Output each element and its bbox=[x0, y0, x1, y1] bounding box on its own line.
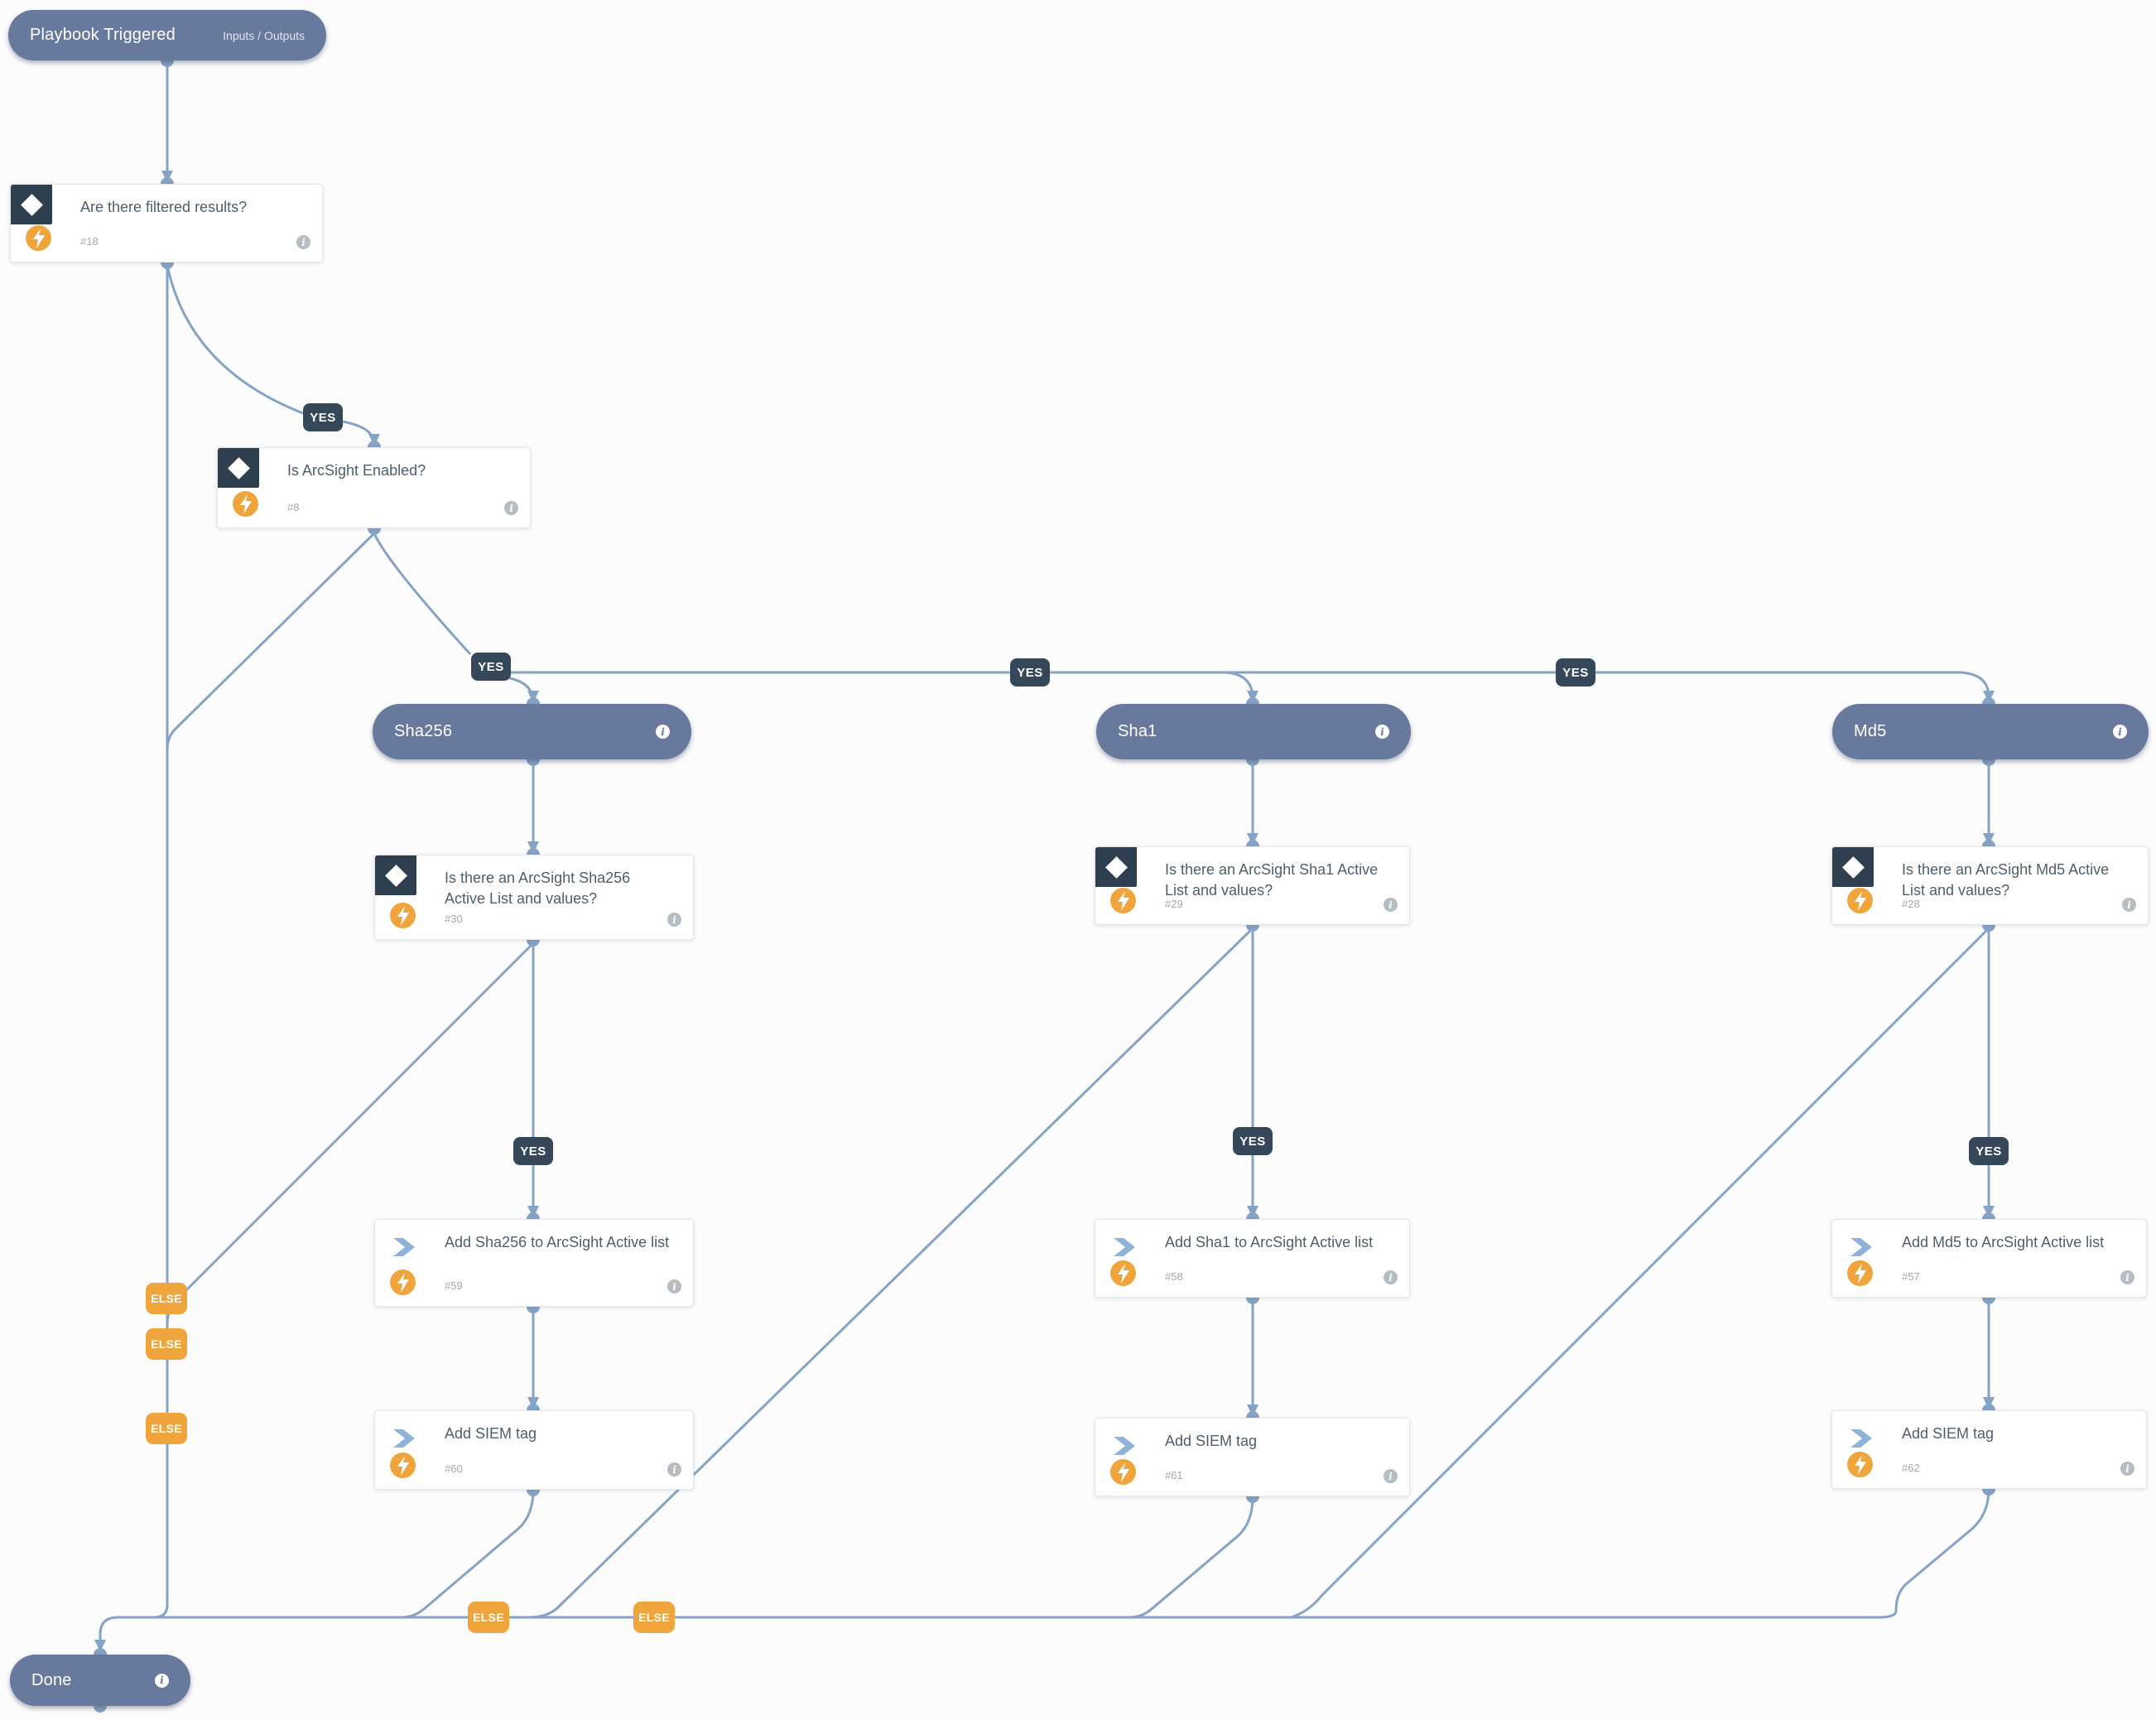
info-icon[interactable]: i bbox=[296, 235, 310, 249]
info-icon[interactable]: i bbox=[155, 1673, 169, 1688]
info-icon[interactable]: i bbox=[667, 1279, 681, 1294]
info-icon[interactable]: i bbox=[504, 501, 518, 515]
task-title: Is ArcSight Enabled? bbox=[287, 462, 426, 479]
automation-lightning-icon bbox=[26, 225, 51, 251]
automation-lightning-icon bbox=[390, 903, 416, 928]
task-title: Add SIEM tag bbox=[1902, 1425, 1995, 1442]
section-title: Sha1 bbox=[1118, 722, 1157, 740]
section-title: Sha256 bbox=[394, 722, 453, 740]
else-branch-badge: ELSE bbox=[468, 1602, 509, 1633]
task-card-18[interactable]: Are there filtered results? #18 i bbox=[10, 184, 323, 263]
end-node-done[interactable]: Done i bbox=[10, 1655, 190, 1706]
section-node-md5[interactable]: Md5 i bbox=[1832, 704, 2149, 759]
info-icon[interactable]: i bbox=[2120, 1462, 2134, 1476]
automation-lightning-icon bbox=[390, 1453, 416, 1478]
task-title: Add Sha1 to ArcSight Active list bbox=[1165, 1234, 1374, 1250]
condition-diamond-icon bbox=[1832, 847, 1874, 887]
task-card-29[interactable]: Is there an ArcSight Sha1 Active List an… bbox=[1095, 846, 1410, 925]
task-number: #57 bbox=[1902, 1270, 1920, 1283]
section-node-sha1[interactable]: Sha1 i bbox=[1096, 704, 1411, 759]
section-node-sha256[interactable]: Sha256 i bbox=[373, 704, 691, 759]
task-title: Is there an ArcSight Sha256 Active List … bbox=[445, 870, 631, 907]
task-card-58[interactable]: Add Sha1 to ArcSight Active list #58 i bbox=[1095, 1219, 1410, 1298]
task-number: #29 bbox=[1165, 898, 1183, 910]
condition-diamond-icon bbox=[1095, 847, 1137, 887]
start-node-playbook-triggered[interactable]: Playbook Triggered Inputs / Outputs bbox=[8, 10, 326, 60]
automation-lightning-icon bbox=[390, 1270, 416, 1295]
action-chevron-icon bbox=[393, 1429, 415, 1448]
automation-lightning-icon bbox=[233, 491, 258, 517]
task-card-61[interactable]: Add SIEM tag #61 i bbox=[1095, 1418, 1410, 1496]
automation-lightning-icon bbox=[1847, 1260, 1873, 1286]
info-icon[interactable]: i bbox=[1375, 725, 1389, 739]
condition-diamond-icon bbox=[218, 448, 259, 488]
task-card-60[interactable]: Add SIEM tag #60 i bbox=[374, 1410, 694, 1490]
task-card-8[interactable]: Is ArcSight Enabled? #8 i bbox=[217, 447, 531, 528]
info-icon[interactable]: i bbox=[1384, 1469, 1398, 1483]
action-chevron-icon bbox=[393, 1238, 415, 1256]
yes-branch-badge: YES bbox=[1556, 658, 1595, 687]
yes-branch-badge: YES bbox=[303, 403, 343, 431]
task-number: #8 bbox=[287, 501, 300, 513]
task-title: Add Md5 to ArcSight Active list bbox=[1902, 1234, 2105, 1250]
task-number: #61 bbox=[1165, 1469, 1183, 1482]
task-number: #59 bbox=[445, 1279, 463, 1292]
yes-branch-badge: YES bbox=[1233, 1127, 1273, 1155]
info-icon[interactable]: i bbox=[656, 725, 670, 739]
end-node-title: Done bbox=[31, 1670, 72, 1689]
info-icon[interactable]: i bbox=[667, 913, 681, 927]
task-title: Is there an ArcSight Sha1 Active List an… bbox=[1165, 861, 1379, 899]
info-icon[interactable]: i bbox=[1384, 898, 1398, 912]
task-number: #60 bbox=[445, 1462, 463, 1475]
task-title: Add SIEM tag bbox=[445, 1425, 537, 1442]
yes-branch-badge: YES bbox=[471, 653, 511, 681]
info-icon[interactable]: i bbox=[1384, 1270, 1398, 1284]
else-branch-badge: ELSE bbox=[633, 1602, 675, 1633]
task-title: Add Sha256 to ArcSight Active list bbox=[445, 1234, 670, 1250]
yes-branch-badge: YES bbox=[513, 1137, 553, 1165]
task-number: #28 bbox=[1902, 898, 1920, 910]
info-icon[interactable]: i bbox=[2122, 898, 2136, 912]
info-icon[interactable]: i bbox=[2113, 725, 2127, 739]
task-title: Are there filtered results? bbox=[80, 199, 248, 215]
action-chevron-icon bbox=[1114, 1437, 1135, 1455]
yes-branch-badge: YES bbox=[1010, 658, 1050, 687]
else-branch-badge: ELSE bbox=[146, 1283, 187, 1314]
section-title: Md5 bbox=[1854, 722, 1887, 740]
task-card-59[interactable]: Add Sha256 to ArcSight Active list #59 i bbox=[374, 1219, 694, 1307]
action-chevron-icon bbox=[1850, 1238, 1872, 1256]
else-branch-badge: ELSE bbox=[146, 1328, 187, 1360]
action-chevron-icon bbox=[1850, 1429, 1872, 1448]
task-number: #30 bbox=[445, 913, 463, 925]
info-icon[interactable]: i bbox=[667, 1462, 681, 1477]
task-number: #62 bbox=[1902, 1462, 1920, 1474]
automation-lightning-icon bbox=[1110, 1260, 1136, 1286]
info-icon[interactable]: i bbox=[2120, 1270, 2134, 1284]
automation-lightning-icon bbox=[1847, 888, 1873, 913]
condition-diamond-icon bbox=[375, 855, 416, 895]
task-title: Is there an ArcSight Md5 Active List and… bbox=[1902, 861, 2110, 899]
task-card-57[interactable]: Add Md5 to ArcSight Active list #57 i bbox=[1831, 1219, 2147, 1298]
condition-diamond-icon bbox=[11, 185, 52, 224]
task-title: Add SIEM tag bbox=[1165, 1433, 1258, 1449]
inputs-outputs-link[interactable]: Inputs / Outputs bbox=[223, 28, 305, 42]
else-branch-badge: ELSE bbox=[146, 1413, 187, 1444]
task-card-30[interactable]: Is there an ArcSight Sha256 Active List … bbox=[374, 855, 694, 940]
automation-lightning-icon bbox=[1847, 1452, 1873, 1477]
task-number: #58 bbox=[1165, 1270, 1183, 1283]
automation-lightning-icon bbox=[1110, 1459, 1136, 1485]
start-node-title: Playbook Triggered bbox=[30, 26, 176, 44]
task-number: #18 bbox=[80, 235, 99, 248]
task-card-62[interactable]: Add SIEM tag #62 i bbox=[1831, 1410, 2147, 1489]
yes-branch-badge: YES bbox=[1969, 1137, 2009, 1165]
action-chevron-icon bbox=[1114, 1238, 1135, 1256]
task-card-28[interactable]: Is there an ArcSight Md5 Active List and… bbox=[1831, 846, 2149, 925]
automation-lightning-icon bbox=[1110, 888, 1136, 913]
